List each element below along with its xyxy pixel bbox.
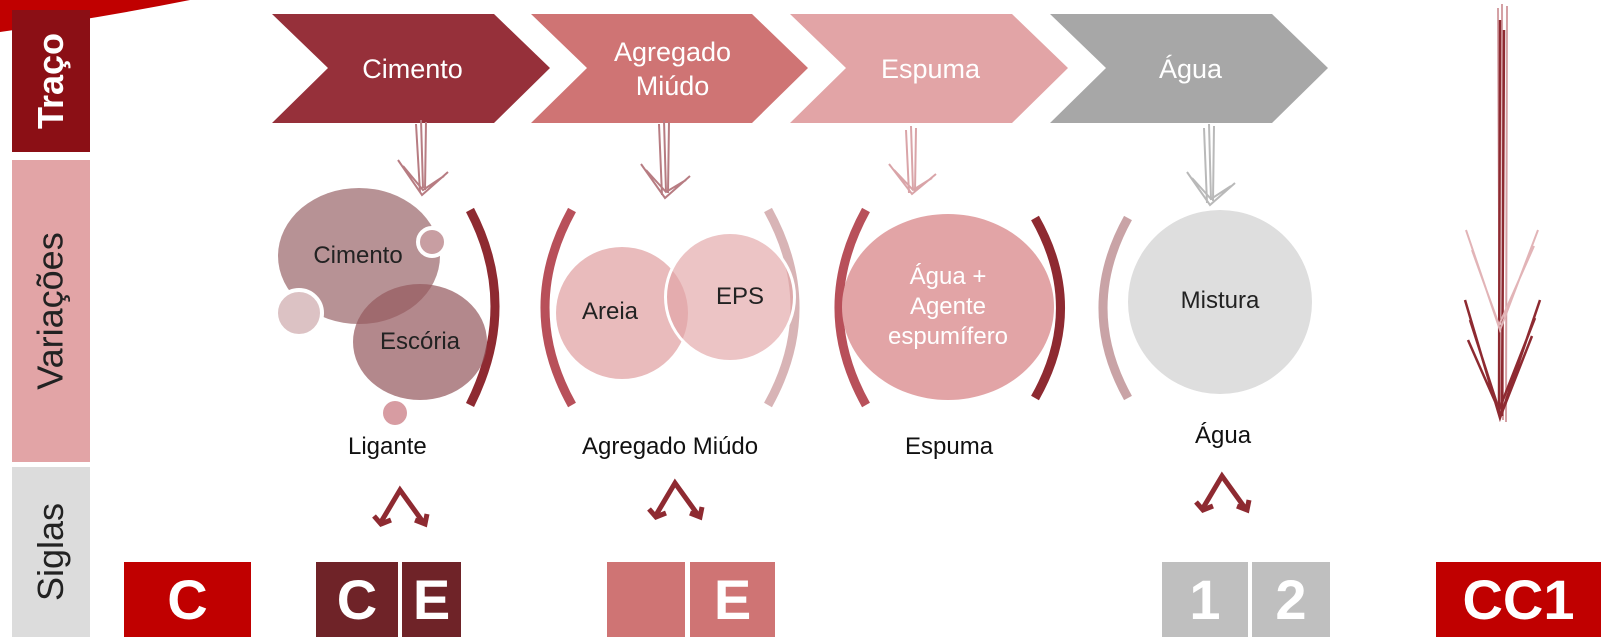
chevron-label-espuma: Espuma [880,54,981,84]
arc-left-aggregate [540,207,576,408]
code-binder-e: E [402,562,461,637]
arrow-down-icon-1 [397,119,449,197]
text-areia: Areia [581,298,639,325]
chevron-cimento [272,14,550,123]
label-espuma: Espuma [905,433,994,460]
split-arrow-icon-water [1194,471,1252,514]
bubble-small-3 [383,401,407,425]
code-water-2: 2 [1252,562,1330,637]
row-label-traco: Traço [12,10,90,152]
chevron-label-cimento: Cimento [362,54,463,84]
bubble-mistura [1128,210,1312,394]
arrow-down-icon-2 [640,119,691,200]
bubble-small-2 [274,288,324,338]
big-arrow-down-icon [1463,3,1542,423]
arc-left-water [1098,215,1132,401]
bubble-small-1 [416,226,448,258]
text-agua-agente: Água + Agente espumífero [887,263,1009,350]
label-agregado-miudo: Agregado Miúdo [582,433,759,460]
chevron-label-agua: Água [1158,54,1223,84]
label-ligante: Ligante [348,433,427,460]
arc-right-foam [1031,215,1065,401]
chevron-agua [1050,14,1328,123]
code-aggregate-e: E [690,562,775,637]
row-label-variacoes: Variações [12,160,90,462]
bubble-espuma [842,214,1054,400]
split-arrow-icon-aggregate [647,478,705,521]
code-binder-c: C [316,562,398,637]
code-c: C [124,562,251,637]
text-cimento: Cimento [313,242,403,269]
chevron-label-agregado: Agregado Miúdo [613,37,732,101]
bubble-escoria [353,284,487,400]
split-arrow-icon-binder [372,485,430,528]
code-water-1: 1 [1162,562,1248,637]
row-label-siglas: Siglas [12,467,90,637]
arc-right-binder [465,207,500,408]
code-aggregate-blank [607,562,685,637]
arrow-down-icon-4 [1186,123,1236,207]
code-result-cc1: CC1 [1436,562,1601,637]
text-eps: EPS [715,283,765,310]
arrow-down-icon-3 [888,125,937,196]
label-agua: Água [1195,422,1252,449]
bubble-eps [664,231,796,363]
text-mistura: Mistura [1180,287,1260,314]
arc-left-foam [834,207,870,408]
chevron-agregado [531,14,808,123]
text-escoria: Escória [379,328,461,355]
chevron-espuma [790,14,1068,123]
